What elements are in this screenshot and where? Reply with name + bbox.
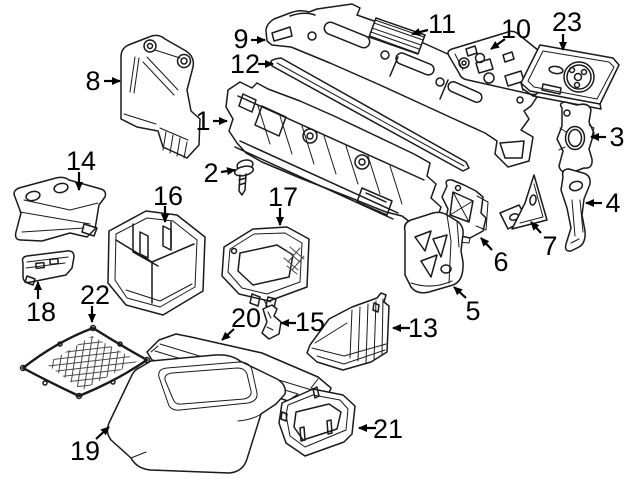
part-23-equipment-tray-drawing (520, 44, 620, 110)
part-11-ribbed-vent-grille-drawing (368, 17, 426, 55)
callout-number-8: 8 (85, 66, 100, 96)
part-1-rear-panel-drawing (225, 81, 442, 226)
callout-number-9: 9 (233, 24, 248, 54)
part-9-shelf-frame-drawing (265, 3, 538, 168)
callout-arrow-10 (490, 38, 506, 50)
callout-arrow-20 (221, 328, 235, 341)
callout-number-21: 21 (373, 414, 403, 444)
callout-number-6: 6 (493, 247, 508, 277)
callout-number-10: 10 (501, 14, 531, 44)
part-22-cargo-net-drawing (19, 324, 151, 400)
part-13-ribbed-shield-drawing (306, 292, 390, 371)
callout-arrow-7 (530, 221, 542, 234)
callout-number-1: 1 (195, 106, 210, 136)
callout-number-19: 19 (70, 436, 100, 466)
part-17-storage-tray-drawing (221, 226, 310, 309)
callout-arrow-11 (411, 28, 429, 36)
part-15-clip-bracket-drawing (261, 299, 282, 340)
callout-number-14: 14 (66, 146, 96, 176)
callout-number-15: 15 (295, 307, 325, 337)
callout-number-12: 12 (230, 49, 260, 79)
callout-number-2: 2 (203, 158, 218, 188)
callout-arrow-19 (95, 426, 110, 440)
part-3-bracket-plate-drawing (556, 101, 595, 174)
callout-number-16: 16 (153, 181, 183, 211)
parts-layer (13, 3, 620, 474)
callout-number-13: 13 (408, 313, 438, 343)
callout-number-18: 18 (26, 297, 56, 327)
part-4-pillar-trim-drawing (560, 168, 591, 252)
part-19-floor-mat-drawing (106, 354, 287, 474)
callout-number-11: 11 (428, 9, 456, 39)
callout-number-3: 3 (609, 122, 624, 152)
callout-number-20: 20 (231, 303, 261, 333)
callout-number-23: 23 (552, 7, 582, 37)
callout-number-22: 22 (80, 280, 110, 310)
callout-number-7: 7 (542, 231, 557, 261)
part-5-side-trim-pad-drawing (403, 211, 464, 294)
callout-number-17: 17 (268, 182, 298, 212)
part-16-storage-tray-drawing (107, 210, 206, 316)
callout-arrow-2 (220, 167, 236, 176)
callout-number-5: 5 (465, 296, 480, 326)
part-14-corner-trim-drawing (13, 176, 107, 242)
callout-arrow-5 (453, 286, 467, 299)
part-21-storage-box-drawing (278, 386, 356, 457)
part-8-hinge-bracket-drawing (120, 34, 201, 159)
part-18-sill-strip-drawing (21, 250, 75, 286)
callout-number-4: 4 (605, 188, 620, 218)
part-7-corner-bracket-drawing (499, 174, 548, 230)
callout-arrow-6 (480, 237, 493, 251)
